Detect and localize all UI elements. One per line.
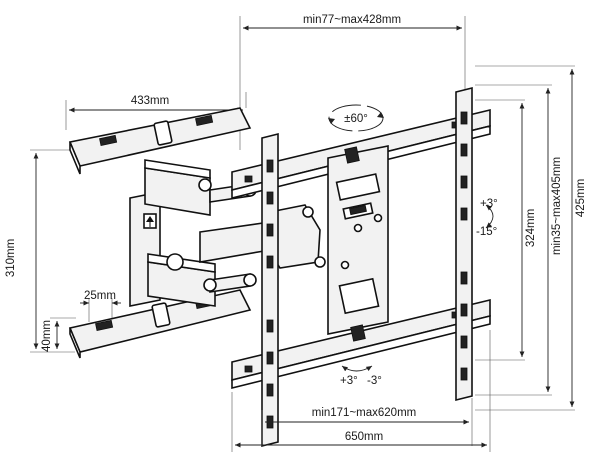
- articulating-arms: [144, 159, 326, 307]
- horizontal-spacing-label: min171~max620mm: [312, 407, 417, 419]
- wall-plate-width-dimension: 433mm: [65, 92, 247, 130]
- level-minus-label: -3°: [367, 375, 382, 387]
- inner-height-label: 324mm: [525, 209, 537, 247]
- level-plus-label: +3°: [340, 375, 358, 387]
- wall-plate-height-dimension: 310mm: [5, 149, 75, 353]
- wall-plate-width-label: 433mm: [131, 95, 169, 107]
- wall-plate-slot: [195, 114, 214, 127]
- tilt-up-label: +3°: [480, 198, 498, 210]
- bracket-width-label: 650mm: [345, 431, 383, 443]
- vertical-spacing-dimensions: 324mm min35~max405mm 425mm: [475, 65, 587, 411]
- wall-plate-slot: [99, 134, 118, 147]
- wall-plate-height-label: 310mm: [5, 239, 17, 277]
- right-arm-slots: [460, 111, 468, 381]
- slot-spacing-dimension: 25mm: [80, 290, 121, 322]
- wall-plate: [68, 107, 252, 359]
- tv-bracket-vertical-arms: [261, 86, 473, 448]
- tilt-down-label: -15°: [476, 226, 497, 238]
- tv-bracket-center-plate: [327, 145, 389, 342]
- vertical-spacing-label: min35~max405mm: [551, 157, 563, 255]
- lower-offset-label: 40mm: [41, 320, 53, 352]
- left-arm-slots: [266, 159, 274, 429]
- outer-height-label: 425mm: [575, 179, 587, 217]
- lower-offset-dimension: 40mm: [41, 317, 76, 352]
- arm-spread-label: min77~max428mm: [303, 14, 401, 26]
- tilt-callout: +3° -15°: [476, 198, 498, 238]
- level-callout: +3° -3°: [340, 365, 382, 387]
- horizontal-spacing-dimensions: min171~max620mm 650mm: [231, 330, 491, 452]
- swivel-label: ±60°: [344, 113, 368, 125]
- slot-spacing-label: 25mm: [84, 290, 116, 302]
- swivel-callout: ±60°: [328, 104, 384, 132]
- swivel-rotation-icon: [328, 104, 384, 132]
- wall-plate-slot: [95, 319, 114, 332]
